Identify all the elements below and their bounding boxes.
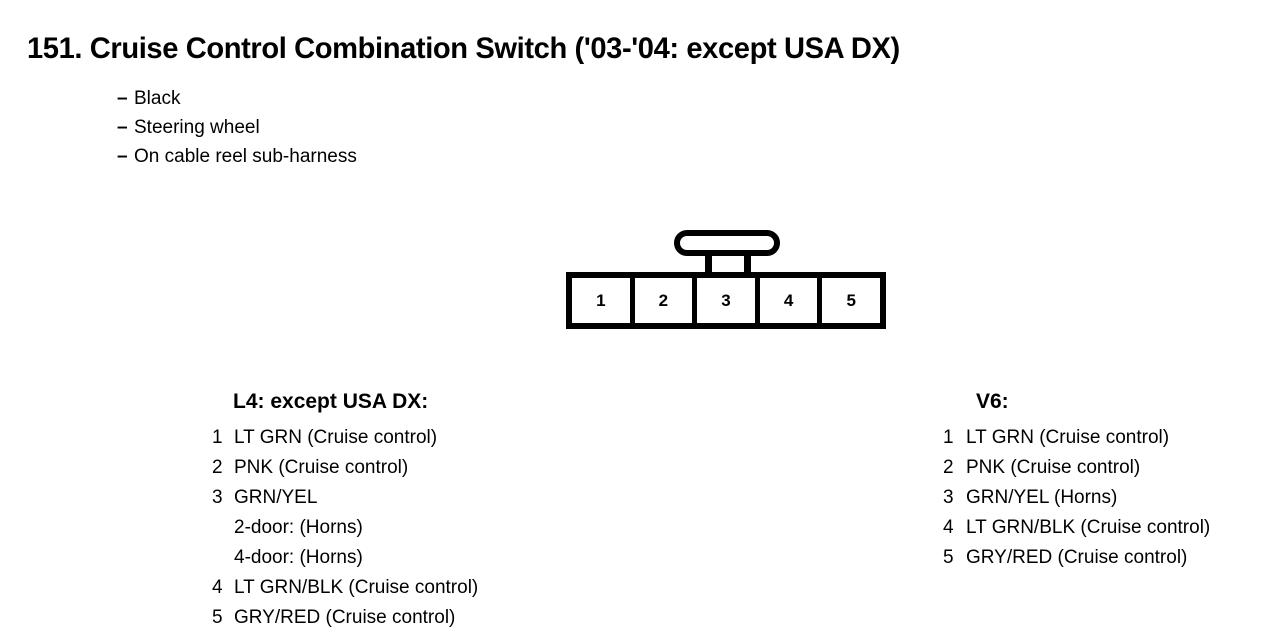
connector-body: 1 2 3 4 5 — [566, 272, 886, 329]
dash-icon: – — [117, 117, 128, 138]
pin-number: 2 — [212, 457, 223, 478]
connector-pin-4: 4 — [760, 278, 823, 323]
pinout-heading-l4: L4: except USA DX: — [233, 390, 429, 413]
pin-subline-2door: 2-door: (Horns) — [234, 517, 363, 538]
pin-number: 5 — [943, 547, 954, 568]
pin-number: 3 — [212, 487, 223, 508]
note-item-location: – Steering wheel — [117, 113, 357, 142]
note-item-label: Steering wheel — [134, 117, 260, 138]
pinout-row: 2 PNK (Cruise control) — [943, 453, 1210, 483]
pin-subline-4door: 4-door: (Horns) — [234, 547, 363, 568]
note-item-harness: – On cable reel sub-harness — [117, 142, 357, 171]
latch-stem-right — [744, 250, 751, 274]
pinout-row: 2 PNK (Cruise control) — [212, 453, 478, 483]
connector-diagram: 1 2 3 4 5 — [566, 230, 888, 330]
pinout-row: 3 GRN/YEL (Horns) — [943, 483, 1210, 513]
page-title: 151. Cruise Control Combination Switch (… — [27, 32, 900, 65]
dash-icon: – — [117, 88, 128, 109]
pin-label: PNK (Cruise control) — [234, 457, 409, 478]
pin-label: GRN/YEL (Horns) — [966, 487, 1118, 508]
pin-label: LT GRN (Cruise control) — [234, 427, 438, 448]
pinout-row: 5 GRY/RED (Cruise control) — [943, 543, 1210, 573]
pin-label: LT GRN/BLK (Cruise control) — [966, 517, 1211, 538]
connector-pin-5: 5 — [846, 290, 856, 310]
pinout-row: 1 LT GRN (Cruise control) — [212, 423, 478, 453]
note-item-color: – Black — [117, 84, 357, 113]
pin-label: LT GRN/BLK (Cruise control) — [234, 577, 479, 598]
pinout-table-v6: V6: 1 LT GRN (Cruise control) 2 PNK (Cru… — [943, 390, 1210, 573]
pinout-row: 4 LT GRN/BLK (Cruise control) — [943, 513, 1210, 543]
connector-pin-3: 3 — [697, 278, 760, 323]
pin-label: GRY/RED (Cruise control) — [234, 607, 456, 628]
pinout-row: 4 LT GRN/BLK (Cruise control) — [212, 573, 478, 603]
pin-number: 3 — [943, 487, 954, 508]
pinout-heading-v6: V6: — [976, 390, 1009, 413]
connector-latch-tab-icon — [674, 230, 780, 256]
pin-label: LT GRN (Cruise control) — [966, 427, 1170, 448]
note-item-label: Black — [134, 88, 181, 109]
pin-label: PNK (Cruise control) — [966, 457, 1141, 478]
pinout-row: 1 LT GRN (Cruise control) — [943, 423, 1210, 453]
connector-pin-2: 2 — [635, 278, 698, 323]
pin-number: 4 — [212, 577, 223, 598]
pin-number: 4 — [943, 517, 954, 538]
latch-stem-left — [705, 250, 712, 274]
pinout-table-l4: L4: except USA DX: 1 LT GRN (Cruise cont… — [212, 390, 478, 633]
pin-number: 2 — [943, 457, 954, 478]
pinout-row: 5 GRY/RED (Cruise control) — [212, 603, 478, 633]
pin-number: 1 — [212, 427, 223, 448]
pin-label: GRY/RED (Cruise control) — [966, 547, 1188, 568]
pinout-row: 3 GRN/YEL — [212, 483, 478, 513]
pin-number: 5 — [212, 607, 223, 628]
dash-icon: – — [117, 146, 128, 167]
connector-pin-1: 1 — [572, 278, 635, 323]
pin-label: GRN/YEL — [234, 487, 318, 508]
notes-list: – Black – Steering wheel – On cable reel… — [117, 84, 357, 171]
pin-number: 1 — [943, 427, 954, 448]
note-item-label: On cable reel sub-harness — [134, 146, 357, 167]
